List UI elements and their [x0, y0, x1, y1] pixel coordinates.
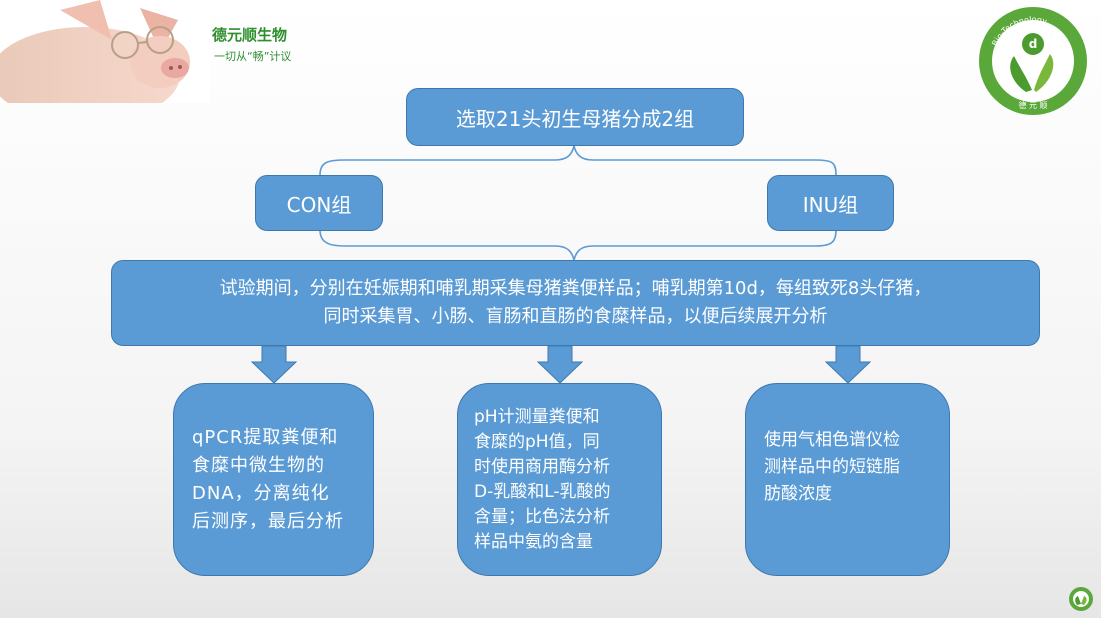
method-ph-line-6: 样品中氨的含量 — [474, 531, 593, 552]
brand-logo: Bio-Technology d 德 元 顺 — [976, 4, 1090, 118]
method-qpcr-line-4: 后测序，最后分析 — [192, 510, 344, 532]
method-box-ph: pH计测量粪便和 食糜的pH值，同 时使用商用酶分析 D-乳酸和L-乳酸的 含量… — [457, 383, 662, 576]
pig-photo — [0, 0, 210, 103]
con-group-box: CON组 — [255, 175, 383, 231]
top-brace — [319, 145, 837, 176]
method-qpcr-line-2: 食糜中微生物的 — [192, 454, 325, 476]
sampling-line-1: 试验期间，分别在妊娠期和哺乳期采集母猪粪便样品；哺乳期第10d，每组致死8头仔猪… — [219, 278, 932, 299]
method-qpcr-line-3: DNA，分离纯化 — [192, 482, 330, 504]
logo-letter: d — [1029, 37, 1038, 51]
method-ph-line-5: 含量；比色法分析 — [474, 506, 610, 527]
small-logo-icon — [1068, 586, 1094, 612]
sampling-line-2: 同时采集胃、小肠、盲肠和直肠的食糜样品，以便后续展开分析 — [323, 306, 828, 327]
method-box-qpcr: qPCR提取粪便和 食糜中微生物的 DNA，分离纯化 后测序，最后分析 — [173, 383, 374, 576]
method-gc-line-1: 使用气相色谱仪检 — [764, 430, 900, 450]
method-ph-line-3: 时使用商用酶分析 — [474, 456, 610, 477]
inu-group-label: INU组 — [802, 192, 859, 217]
method-ph-line-1: pH计测量粪便和 — [474, 406, 600, 427]
brand-slogan: 一切从“畅”计议 — [214, 50, 292, 63]
down-arrow-2 — [536, 345, 584, 384]
logo-bottom-text: 德 元 顺 — [1018, 100, 1047, 110]
method-ph-line-4: D-乳酸和L-乳酸的 — [474, 481, 611, 502]
method-ph-line-2: 食糜的pH值，同 — [474, 431, 600, 452]
sampling-box: 试验期间，分别在妊娠期和哺乳期采集母猪粪便样品；哺乳期第10d，每组致死8头仔猪… — [111, 260, 1040, 346]
con-group-label: CON组 — [286, 192, 352, 217]
method-box-gc: 使用气相色谱仪检 测样品中的短链脂 肪酸浓度 — [745, 383, 950, 576]
down-arrow-3 — [824, 345, 872, 384]
brand-name: 德元顺生物 — [212, 26, 288, 44]
method-gc-line-3: 肪酸浓度 — [764, 484, 832, 504]
method-qpcr-line-1: qPCR提取粪便和 — [192, 426, 339, 448]
top-box-text: 选取21头初生母猪分成2组 — [455, 106, 695, 131]
top-box: 选取21头初生母猪分成2组 — [406, 88, 744, 146]
mid-brace — [319, 229, 837, 261]
down-arrow-1 — [250, 345, 298, 384]
method-gc-line-2: 测样品中的短链脂 — [764, 457, 900, 477]
inu-group-box: INU组 — [767, 175, 894, 231]
